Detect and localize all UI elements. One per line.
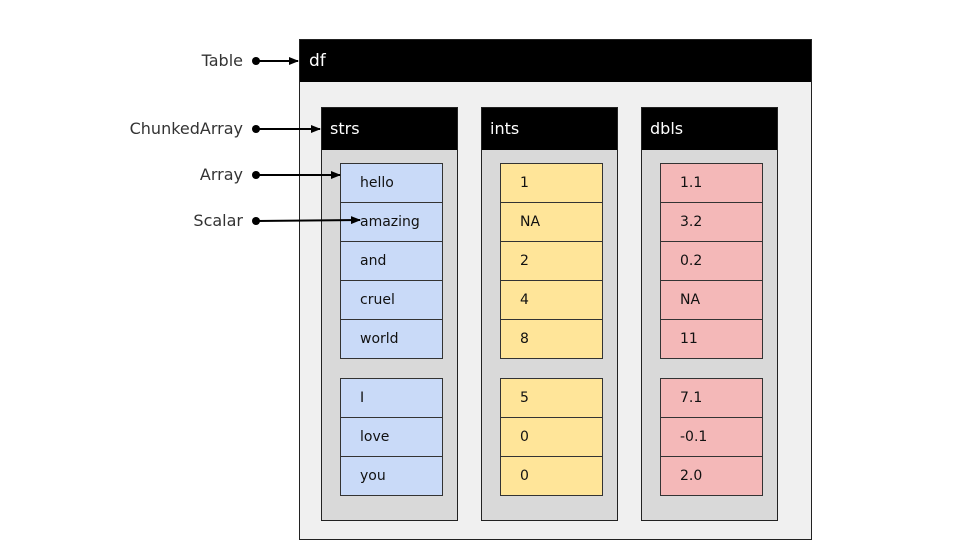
scalar-cell: 5 — [501, 379, 602, 418]
scalar-cell: and — [341, 242, 442, 281]
scalar-cell: 7.1 — [661, 379, 762, 418]
column-header: strs — [322, 108, 457, 150]
scalar-cell: I — [341, 379, 442, 418]
legend-label-chunked-array: ChunkedArray — [129, 119, 243, 138]
scalar-cell: 3.2 — [661, 203, 762, 242]
scalar-cell: 1 — [501, 164, 602, 203]
scalar-cell: 8 — [520, 331, 529, 347]
scalar-cell: NA — [661, 281, 762, 320]
scalar-cell: amazing — [341, 203, 442, 242]
arrow-table — [252, 57, 299, 65]
legend-label-scalar: Scalar — [193, 211, 243, 230]
table-header: df — [300, 40, 811, 82]
scalar-cell: 1.1 — [661, 164, 762, 203]
column-header: dbls — [642, 108, 777, 150]
table-name: df — [309, 51, 326, 71]
column-header: ints — [482, 108, 617, 150]
scalar-cell: world — [360, 331, 399, 347]
scalar-cell: 0 — [501, 418, 602, 457]
scalar-cell: 4 — [501, 281, 602, 320]
column-name: strs — [330, 119, 360, 138]
legend-label-table: Table — [201, 51, 243, 70]
scalar-cell: cruel — [341, 281, 442, 320]
scalar-cell: love — [341, 418, 442, 457]
arrow-scalar — [252, 216, 361, 225]
scalar-cell: 0 — [520, 468, 529, 484]
array-chunk: 7.1-0.1 2.0 — [660, 378, 763, 496]
scalar-cell: 2.0 — [680, 468, 703, 484]
legend-label-array: Array — [199, 165, 243, 184]
arrow-array — [252, 171, 341, 179]
column-name: ints — [490, 119, 520, 138]
scalar-cell: -0.1 — [661, 418, 762, 457]
column-name: dbls — [650, 119, 684, 138]
scalar-cell: hello — [341, 164, 442, 203]
scalar-cell: 0.2 — [661, 242, 762, 281]
arrow-chunked-array — [252, 125, 321, 133]
scalar-cell: you — [360, 468, 386, 484]
scalar-cell: 2 — [501, 242, 602, 281]
scalar-cell: NA — [501, 203, 602, 242]
scalar-cell: 11 — [680, 331, 698, 347]
